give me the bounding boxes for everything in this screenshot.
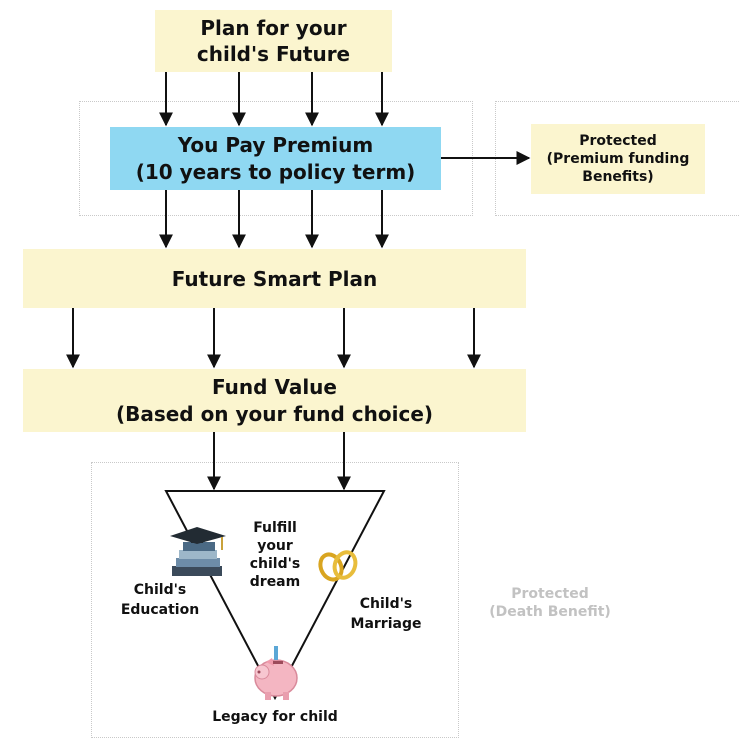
future-smart-plan-label: Future Smart Plan — [171, 266, 378, 291]
education-label: Child's Education — [112, 580, 208, 620]
future-smart-plan-box: Future Smart Plan — [23, 249, 526, 308]
fulfill-line1: Fulfill — [253, 520, 297, 536]
plan-future-line1: Plan for your — [200, 16, 347, 40]
protected-premium-box: Protected (Premium funding Benefits) — [531, 124, 705, 194]
premium-box: You Pay Premium (10 years to policy term… — [110, 127, 441, 190]
graduation-cap-books-icon — [170, 527, 226, 576]
education-line1: Child's — [133, 582, 187, 598]
fulfill-line4: dream — [249, 574, 301, 590]
education-line2: Education — [120, 602, 200, 618]
fulfill-line3: child's — [249, 556, 301, 572]
legacy-label: Legacy for child — [212, 709, 338, 725]
death-benefit-border — [91, 462, 459, 738]
marriage-line2: Marriage — [350, 616, 422, 632]
protected-death-line2: (Death Benefit) — [489, 604, 611, 620]
premium-line1: You Pay Premium — [177, 132, 374, 157]
premium-line2: (10 years to policy term) — [135, 159, 416, 184]
protected-premium-line1: Protected — [579, 133, 657, 149]
marriage-line1: Child's — [359, 596, 413, 612]
protected-death-label: Protected (Death Benefit) — [475, 585, 625, 621]
fund-value-line1: Fund Value — [212, 374, 337, 399]
wedding-rings-icon — [318, 550, 358, 582]
protected-premium-line3: Benefits) — [582, 169, 654, 185]
fund-value-line2: (Based on your fund choice) — [115, 401, 434, 426]
fund-value-box: Fund Value (Based on your fund choice) — [23, 369, 526, 432]
plan-future-box: Plan for your child's Future — [155, 10, 392, 72]
marriage-label: Child's Marriage — [336, 594, 436, 634]
protected-death-line1: Protected — [511, 586, 589, 602]
fulfill-dream-text: Fulfill your child's dream — [230, 519, 320, 591]
piggy-bank-icon — [254, 646, 298, 700]
fulfill-line2: your — [257, 538, 293, 554]
protected-premium-line2: (Premium funding — [546, 151, 690, 167]
distribution-triangle — [164, 490, 386, 701]
plan-future-line2: child's Future — [196, 42, 351, 66]
